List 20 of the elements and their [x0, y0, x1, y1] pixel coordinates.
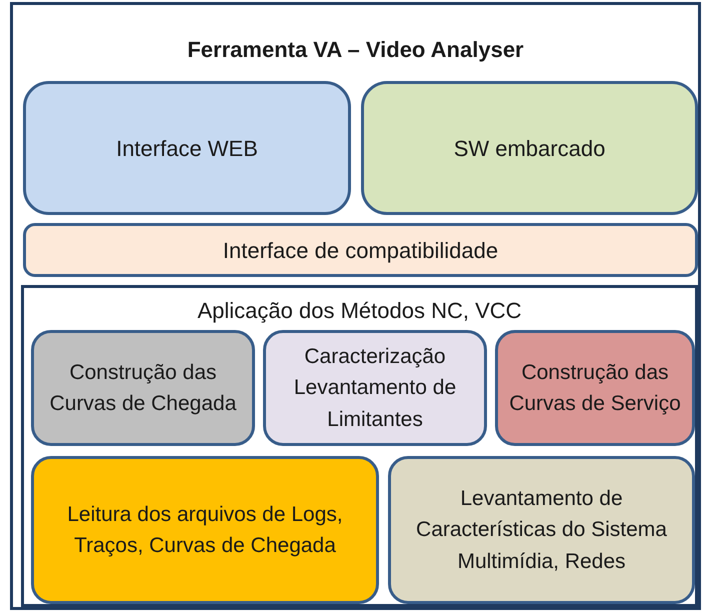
heading: Ferramenta VA – Video Analyser	[187, 36, 524, 64]
box-label: Levantamento de Características do Sistema Multimídia, Redes	[415, 486, 668, 575]
outer-frame	[10, 2, 701, 610]
box-label: Interface de compatibilidade	[222, 236, 500, 265]
method-box	[31, 330, 255, 446]
module-box	[361, 81, 698, 215]
input-box	[31, 456, 379, 604]
module-box	[23, 81, 351, 215]
box-label: Construção das Curvas de Serviço	[508, 360, 682, 417]
application-panel	[21, 285, 698, 607]
box-label: Construção das Curvas de Chegada	[48, 360, 238, 417]
box-label: Caracterização Levantamento de Limitantes	[292, 344, 458, 433]
box-label: Leitura dos arquivos de Logs, Traços, Curvas de Chegada	[66, 502, 344, 559]
box-label: SW embarcado	[452, 134, 606, 162]
heading: Aplicação dos Métodos NC, VCC	[197, 297, 522, 325]
characteristics-box	[388, 456, 695, 604]
method-box	[495, 330, 695, 446]
layer-bar	[23, 223, 698, 277]
box-label: Interface WEB	[115, 134, 259, 162]
method-box	[263, 330, 487, 446]
